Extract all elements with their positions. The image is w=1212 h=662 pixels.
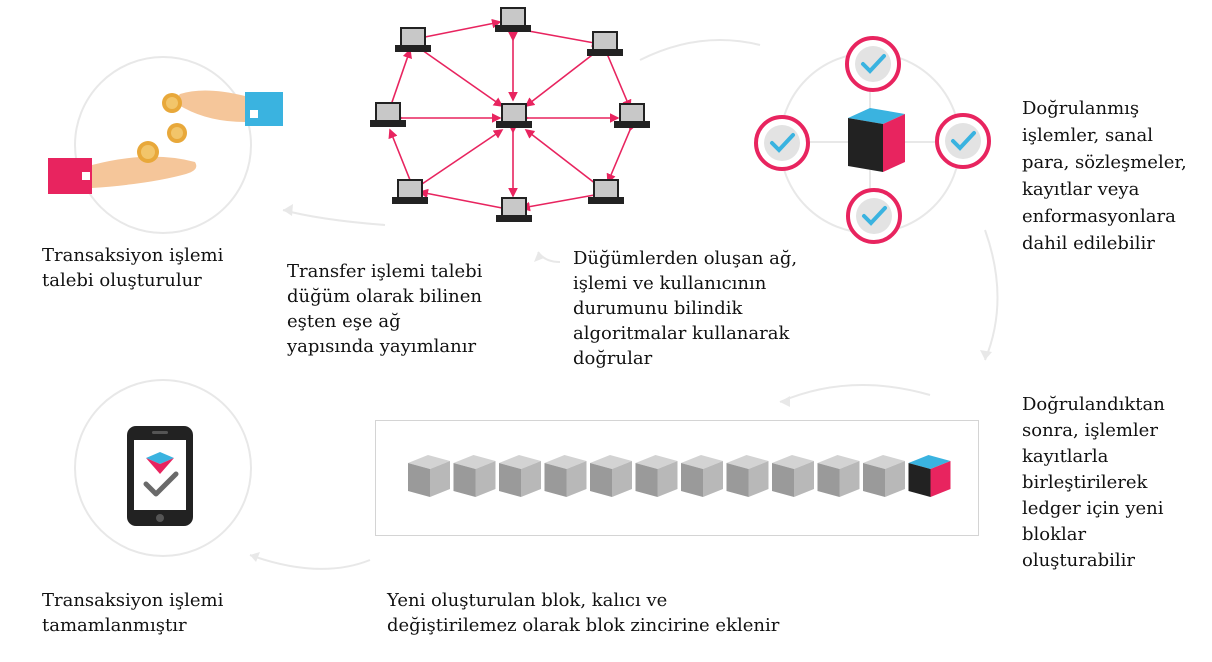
- laptop-node: [392, 179, 428, 204]
- flow-arc-top: [639, 39, 761, 61]
- chain-block-new: [908, 455, 951, 497]
- laptop-node: [496, 197, 532, 222]
- laptop-node: [395, 27, 431, 52]
- caption-step2: Transfer işlemi talebi düğüm olarak bili…: [287, 261, 483, 357]
- laptop-node: [495, 7, 531, 32]
- laptop-node: [370, 102, 406, 127]
- check-circle-top: [845, 36, 901, 92]
- network-laptops: [370, 7, 650, 222]
- chain-block: [726, 455, 769, 497]
- network-links: [382, 18, 638, 215]
- caption-step5: Doğrulandıktan sonra, işlemler kayıtlarl…: [1022, 394, 1165, 571]
- caption-step4: Doğrulanmış işlemler, sanal para, sözleş…: [1022, 98, 1187, 254]
- flow-arc-4-to-5: [984, 229, 999, 361]
- check-circle-bottom: [846, 188, 902, 244]
- check-circle-right: [935, 113, 991, 169]
- caption-step1: Transaksiyon işlemi talebi oluşturulur: [42, 245, 224, 291]
- chain-block: [772, 455, 814, 497]
- caption-step6: Yeni oluşturulan blok, kalıcı ve değişti…: [387, 590, 780, 636]
- chain-block: [544, 455, 587, 497]
- caption-step3: Düğümlerden oluşan ağ, işlemi ve kullanı…: [573, 248, 798, 369]
- step7-guide-circle: [74, 379, 252, 557]
- chain-block: [453, 455, 496, 497]
- chain-block: [681, 455, 723, 497]
- flow-arrowheads: [250, 204, 992, 562]
- laptop-node: [588, 179, 624, 204]
- laptop-node: [496, 103, 532, 128]
- chain-block: [635, 455, 678, 497]
- step1-guide-circle: [74, 56, 252, 234]
- check-circles: [754, 36, 991, 244]
- flow-arc-5-to-6: [779, 384, 931, 403]
- chain-block: [863, 455, 905, 497]
- check-circle-left: [754, 115, 810, 171]
- chain-block: [817, 455, 860, 497]
- chain-blocks: [408, 455, 951, 497]
- laptop-node: [614, 103, 650, 128]
- flow-arc-6-to-7: [249, 554, 371, 570]
- chain-block: [408, 455, 450, 497]
- chain-block: [590, 455, 632, 497]
- center-cube: [848, 108, 905, 172]
- caption-step7: Transaksiyon işlemi tamamlanmıştır: [42, 590, 224, 636]
- laptop-node: [587, 31, 623, 56]
- chain-block: [499, 455, 541, 497]
